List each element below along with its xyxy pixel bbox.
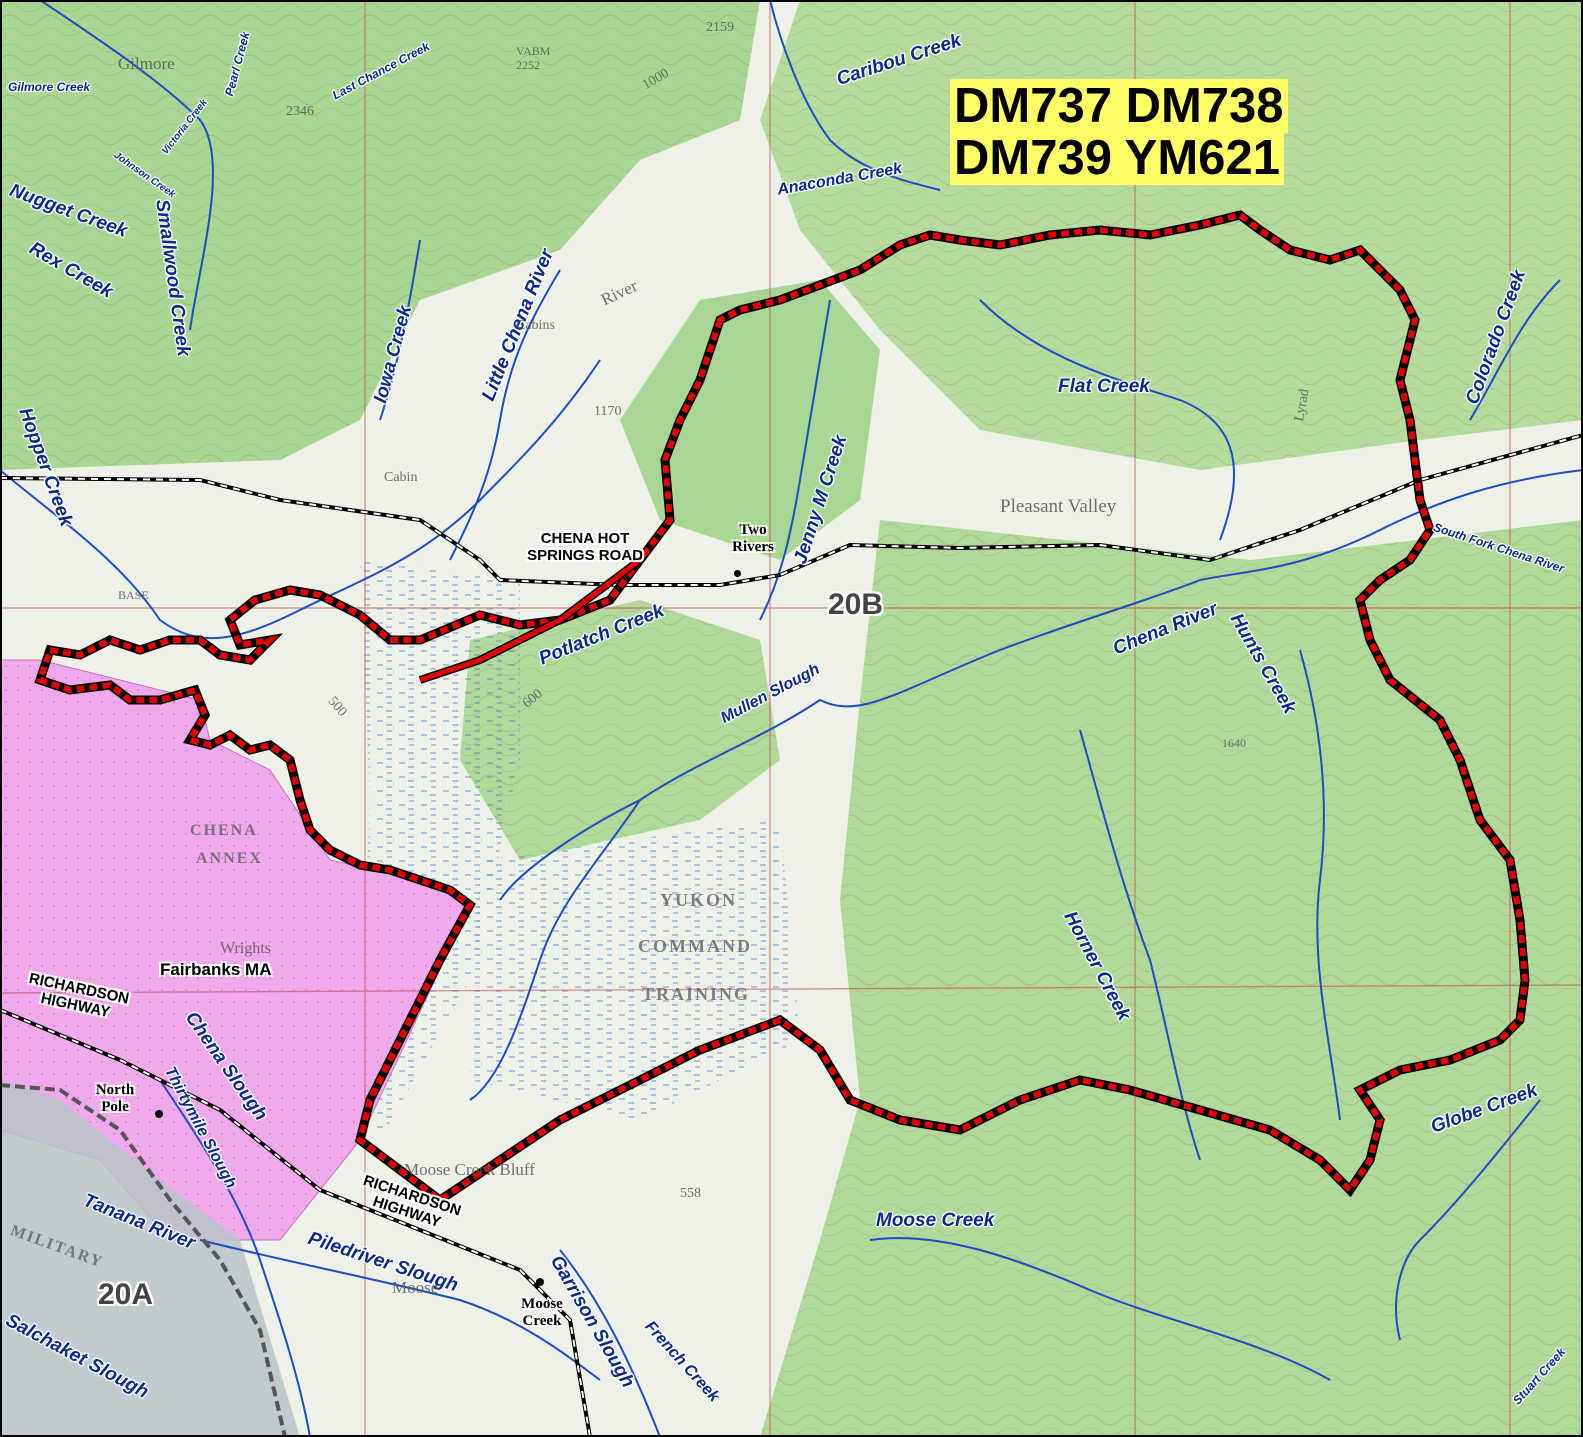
two-rivers-marker-icon bbox=[734, 570, 741, 577]
zone-label-20b: 20B bbox=[828, 588, 884, 621]
north-pole-label: North Pole bbox=[95, 1082, 135, 1115]
basemap-training: TRAINING bbox=[642, 984, 751, 1004]
basemap-elev-2159: 2159 bbox=[706, 20, 734, 35]
basemap-moose: Moose bbox=[392, 1278, 439, 1297]
zone-label-20a: 20A bbox=[98, 1278, 154, 1311]
basemap-chena-annex-1: CHENA bbox=[190, 822, 258, 839]
gilmore-creek-label: Gilmore Creek bbox=[8, 80, 91, 94]
basemap-yukon: YUKON bbox=[660, 890, 737, 910]
tanana-floodplain bbox=[0, 1080, 300, 1437]
highways bbox=[0, 433, 1583, 1437]
basemap-vabm-elev: 2252 bbox=[516, 58, 540, 72]
basemap-chena-annex-2: ANNEX bbox=[196, 850, 263, 867]
basemap-base: BASE bbox=[118, 588, 149, 602]
basemap-elev-1170: 1170 bbox=[594, 404, 622, 419]
title-line-1: DM737 DM738 bbox=[950, 79, 1288, 133]
north-pole-marker-icon bbox=[155, 1110, 163, 1118]
basemap-command: COMMAND bbox=[638, 936, 752, 956]
chena-hot-springs-road-label: CHENA HOT SPRINGS ROAD bbox=[527, 530, 643, 564]
zone-boundary bbox=[0, 1083, 287, 1437]
basemap-pleasant-valley: Pleasant Valley bbox=[1000, 496, 1117, 517]
map-title: DM737 DM738 DM739 YM621 bbox=[950, 79, 1288, 185]
two-rivers-label: Two Rivers bbox=[732, 522, 774, 555]
title-line-2: DM739 YM621 bbox=[950, 131, 1284, 185]
basemap-gilmore: Gilmore bbox=[118, 54, 175, 73]
basemap-elev-558: 558 bbox=[680, 1186, 701, 1201]
basemap-elev-2346: 2346 bbox=[286, 104, 314, 119]
flat-creek-label: Flat Creek bbox=[1058, 376, 1150, 397]
basemap-wrights: Wrights bbox=[220, 940, 271, 957]
fire-perimeter bbox=[34, 210, 1530, 1206]
basemap-elev-1640: 1640 bbox=[1222, 736, 1246, 750]
moose-creek-marker-icon bbox=[536, 1278, 544, 1286]
basemap-cabin: Cabin bbox=[384, 470, 418, 485]
moose-creek-town-label: Moose Creek bbox=[521, 1296, 563, 1329]
basemap-cabins: Cabins bbox=[516, 318, 555, 333]
moose-creek-label: Moose Creek bbox=[876, 1210, 995, 1231]
basemap-vabm: VABM bbox=[516, 44, 551, 58]
fairbanks-ma-label: Fairbanks MA bbox=[160, 960, 272, 979]
basemap-moose-creek-bluff: Moose Creek Bluff bbox=[404, 1160, 535, 1179]
